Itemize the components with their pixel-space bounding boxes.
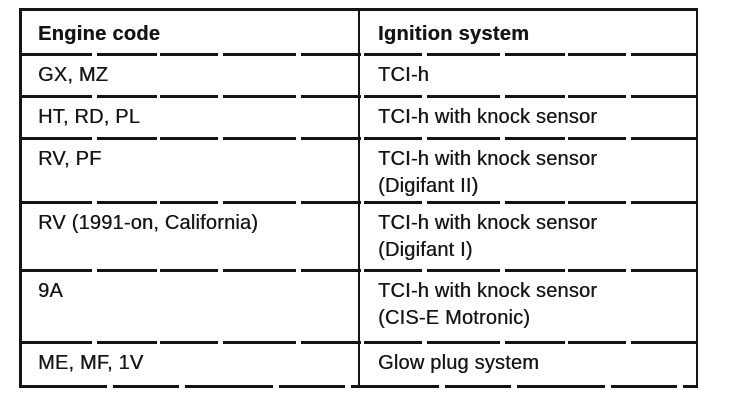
table-row: ME, MF, 1V Glow plug system <box>19 341 698 385</box>
ignition-system-cell: TCI-h with knock sensor (CIS-E Motronic) <box>378 280 598 329</box>
ignition-system-cell: Glow plug system <box>378 352 540 374</box>
ignition-system-cell: TCI-h with knock sensor (Digifant I) <box>378 212 598 261</box>
ignition-system-cell: TCI-h with knock sensor (Digifant II) <box>378 148 598 197</box>
table-row: HT, RD, PL TCI-h with knock sensor <box>19 95 698 138</box>
engine-code-cell: RV, PF <box>22 138 360 202</box>
engine-code-cell: HT, RD, PL <box>22 96 360 138</box>
engine-ignition-table: Engine code Ignition system GX, MZ TCI-h… <box>19 8 698 388</box>
ignition-system-cell: TCI-h with knock sensor <box>378 106 598 128</box>
table-row: RV (1991-on, California) TCI-h with knoc… <box>19 201 698 270</box>
engine-code-cell: 9A <box>22 270 360 342</box>
column-header-engine-code: Engine code <box>22 11 360 54</box>
column-header-ignition-system: Ignition system <box>378 23 530 45</box>
engine-code-cell: ME, MF, 1V <box>22 342 360 385</box>
ignition-system-cell: TCI-h <box>378 64 429 86</box>
table-row: 9A TCI-h with knock sensor (CIS-E Motron… <box>19 269 698 342</box>
engine-code-cell: RV (1991-on, California) <box>22 202 360 270</box>
table-header-row: Engine code Ignition system <box>22 11 696 54</box>
table-row: GX, MZ TCI-h <box>19 53 698 96</box>
engine-code-cell: GX, MZ <box>22 54 360 96</box>
table-row: RV, PF TCI-h with knock sensor (Digifant… <box>19 137 698 202</box>
